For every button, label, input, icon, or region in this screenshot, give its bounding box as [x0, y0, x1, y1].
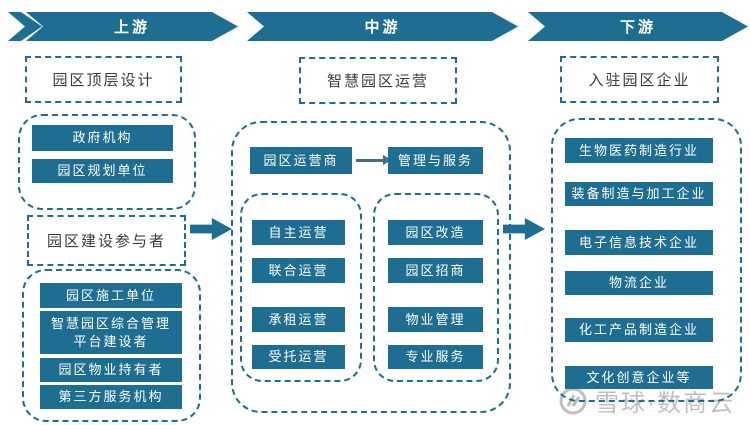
mode-joint-operation: 联合运营 [252, 258, 345, 283]
midstream-title-box: 智慧园区运营 [299, 57, 457, 104]
midstream-operator-button: 园区运营商 [250, 147, 352, 174]
operator-to-management-arrow-icon [356, 155, 392, 165]
upstream-item-thirdparty-service: 第三方服务机构 [40, 385, 182, 409]
mode-lease-operation: 承租运营 [252, 307, 345, 332]
upstream-group2-container [22, 269, 201, 422]
watermark-text: 雪球·数商云 [595, 390, 735, 417]
company-chemical-products: 化工产品制造企业 [565, 318, 713, 342]
mode-entrusted-operation: 受托运营 [252, 345, 345, 369]
midstream-services-container [373, 193, 499, 382]
upstream-item-platform-builder: 智慧园区综合管理平台建设者 [40, 311, 182, 354]
company-equipment-manufacturing: 装备制造与加工企业 [565, 182, 713, 206]
company-logistics: 物流企业 [565, 271, 713, 295]
stage-banner-upstream: 上游 [26, 12, 238, 41]
service-property-management: 物业管理 [388, 307, 483, 332]
stage-label-downstream: 下游 [619, 19, 656, 36]
upstream-item-construction-unit: 园区施工单位 [40, 283, 182, 308]
midstream-outer-container [231, 121, 511, 413]
upstream-subtitle-box: 园区建设参与者 [27, 215, 186, 266]
upstream-title-box: 园区顶层设计 [25, 56, 182, 103]
midstream-management-button: 管理与服务 [388, 147, 483, 174]
stage-banner-downstream: 下游 [528, 12, 748, 41]
stage-label-midstream: 中游 [364, 19, 401, 36]
company-biomedicine: 生物医药制造行业 [565, 138, 713, 163]
mode-self-operation: 自主运营 [252, 220, 345, 245]
upstream-item-government: 政府机构 [32, 125, 173, 151]
upstream-item-planning-unit: 园区规划单位 [32, 159, 173, 183]
downstream-title-box: 入驻园区企业 [560, 56, 719, 103]
midstream-modes-container [240, 193, 362, 382]
company-cultural-creative: 文化创意企业等 [565, 366, 713, 389]
service-professional-service: 专业服务 [388, 345, 483, 369]
stage-label-upstream: 上游 [113, 19, 150, 36]
upstream-to-midstream-arrow-icon [190, 217, 232, 241]
downstream-container [551, 118, 742, 402]
upstream-group1-container [18, 114, 196, 210]
service-park-investment: 园区招商 [388, 258, 483, 283]
stage-banner-midstream: 中游 [247, 12, 518, 41]
service-park-renovation: 园区改造 [388, 220, 483, 245]
upstream-item-property-holder: 园区物业持有者 [40, 358, 182, 382]
company-electronic-information: 电子信息技术企业 [565, 230, 713, 255]
